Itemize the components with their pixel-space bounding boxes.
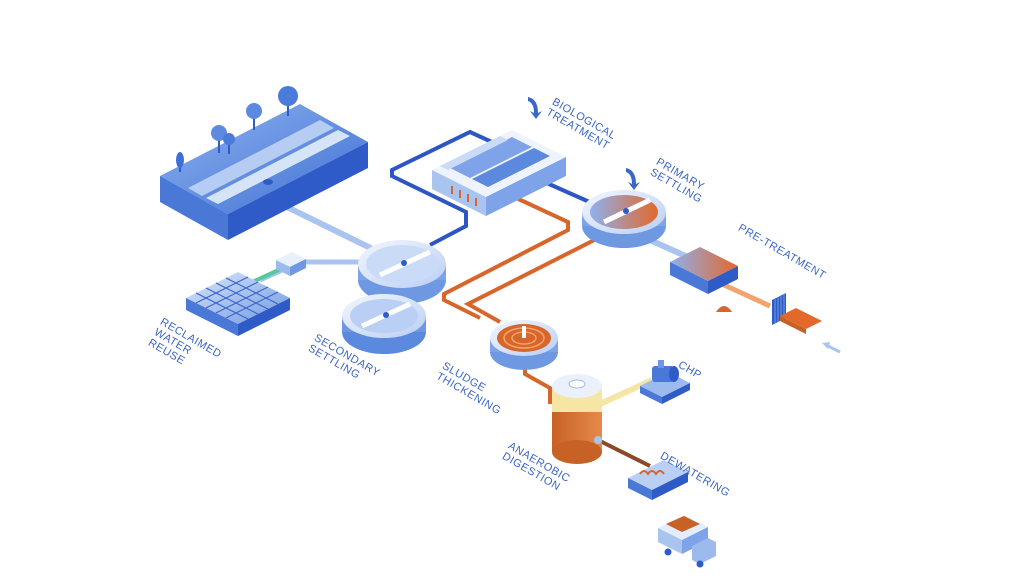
biological-treatment-unit [432,130,566,216]
pretreatment-to-screen-pipe [720,281,772,309]
tree-icon [176,86,298,172]
chp-unit [640,360,690,404]
pump-icon [652,360,679,382]
reclaimed-water-reuse-unit [186,252,306,336]
landscape-block [160,86,368,240]
primary-settling-tank [582,190,666,248]
return-loop-pipe [390,129,506,247]
primary-to-pretreatment-pipe [648,237,692,261]
sludge-pipe-1 [442,194,570,320]
sludge-pipe-2 [463,224,623,324]
sludge-thickening-tank [490,320,558,370]
truck-icon [658,515,716,568]
dewatering-unit [628,460,688,500]
secondary-settling-tanks [342,240,446,354]
pre-treatment-unit [670,247,822,334]
digester-to-dewatering-pipe [597,438,651,468]
arrow-inflow-icon [822,342,841,354]
biogas-pipe [598,377,654,407]
anaerobic-digester [552,374,602,464]
arrow-down-icon [528,97,640,190]
